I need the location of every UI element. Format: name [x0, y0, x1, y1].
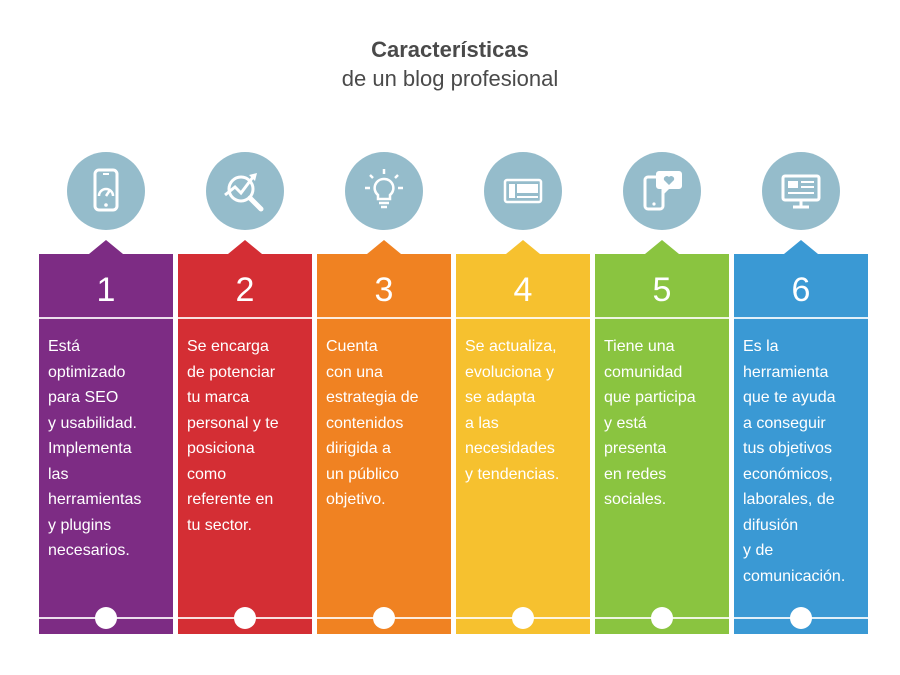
- card-pointer: [506, 240, 540, 254]
- icon-circle: [484, 152, 562, 230]
- feature-number: 6: [791, 271, 811, 309]
- feature-card: 5 Tiene una comunidad que participa y es…: [595, 254, 729, 634]
- divider: [595, 317, 729, 319]
- feature-description: Tiene una comunidad que participa y está…: [604, 338, 696, 508]
- icon-circle: [345, 152, 423, 230]
- feature-column-2: 2 Se encarga de potenciar tu marca perso…: [178, 152, 312, 634]
- monitor-icon: [781, 174, 821, 209]
- card-pointer: [645, 240, 679, 254]
- feature-column-1: 1 Está optimizado para SEO y usabilidad.…: [39, 152, 173, 634]
- feature-card: 3 Cuenta con una estrategia de contenido…: [317, 254, 451, 634]
- feature-description: Se actualiza, evoluciona y se adapta a l…: [465, 338, 560, 483]
- bullet-dot: [95, 607, 117, 629]
- divider: [39, 317, 173, 319]
- icon-circle: [623, 152, 701, 230]
- magnifier-chart-icon: [224, 173, 264, 212]
- feature-number: 4: [513, 271, 533, 309]
- bullet-dot: [651, 607, 673, 629]
- card-pointer: [228, 240, 262, 254]
- divider: [456, 317, 590, 319]
- card-pointer: [89, 240, 123, 254]
- feature-column-5: 5 Tiene una comunidad que participa y es…: [595, 152, 729, 634]
- mobile-phone-speedometer-icon: [93, 168, 119, 212]
- phone-heart-icon: [643, 171, 682, 211]
- feature-description: Cuenta con una estrategia de contenidos …: [326, 338, 419, 508]
- bullet-dot: [234, 607, 256, 629]
- bullet-dot: [512, 607, 534, 629]
- icon-circle: [67, 152, 145, 230]
- feature-card: 1 Está optimizado para SEO y usabilidad.…: [39, 254, 173, 634]
- feature-description: Es la herramienta que te ayuda a consegu…: [743, 338, 846, 585]
- feature-number: 1: [96, 271, 116, 309]
- feature-column-4: 4 Se actualiza, evoluciona y se adapta a…: [456, 152, 590, 634]
- title-line-1: Características: [371, 37, 529, 62]
- icon-circle: [762, 152, 840, 230]
- bullet-dot: [790, 607, 812, 629]
- card-pointer: [367, 240, 401, 254]
- page-title: Características de un blog profesional: [0, 36, 900, 94]
- newspaper-icon: [503, 178, 543, 204]
- divider: [734, 317, 868, 319]
- title-line-2: de un blog profesional: [341, 66, 559, 91]
- feature-card: 6 Es la herramienta que te ayuda a conse…: [734, 254, 868, 634]
- feature-number: 5: [652, 271, 672, 309]
- icon-circle: [206, 152, 284, 230]
- feature-number: 3: [374, 271, 394, 309]
- feature-card: 4 Se actualiza, evoluciona y se adapta a…: [456, 254, 590, 634]
- divider: [317, 317, 451, 319]
- feature-description: Está optimizado para SEO y usabilidad. I…: [48, 338, 142, 559]
- feature-number: 2: [235, 271, 255, 309]
- feature-description: Se encarga de potenciar tu marca persona…: [187, 338, 279, 534]
- divider: [178, 317, 312, 319]
- feature-card: 2 Se encarga de potenciar tu marca perso…: [178, 254, 312, 634]
- feature-column-3: 3 Cuenta con una estrategia de contenido…: [317, 152, 451, 634]
- lightbulb-icon: [365, 169, 403, 209]
- feature-column-6: 6 Es la herramienta que te ayuda a conse…: [734, 152, 868, 634]
- card-pointer: [784, 240, 818, 254]
- bullet-dot: [373, 607, 395, 629]
